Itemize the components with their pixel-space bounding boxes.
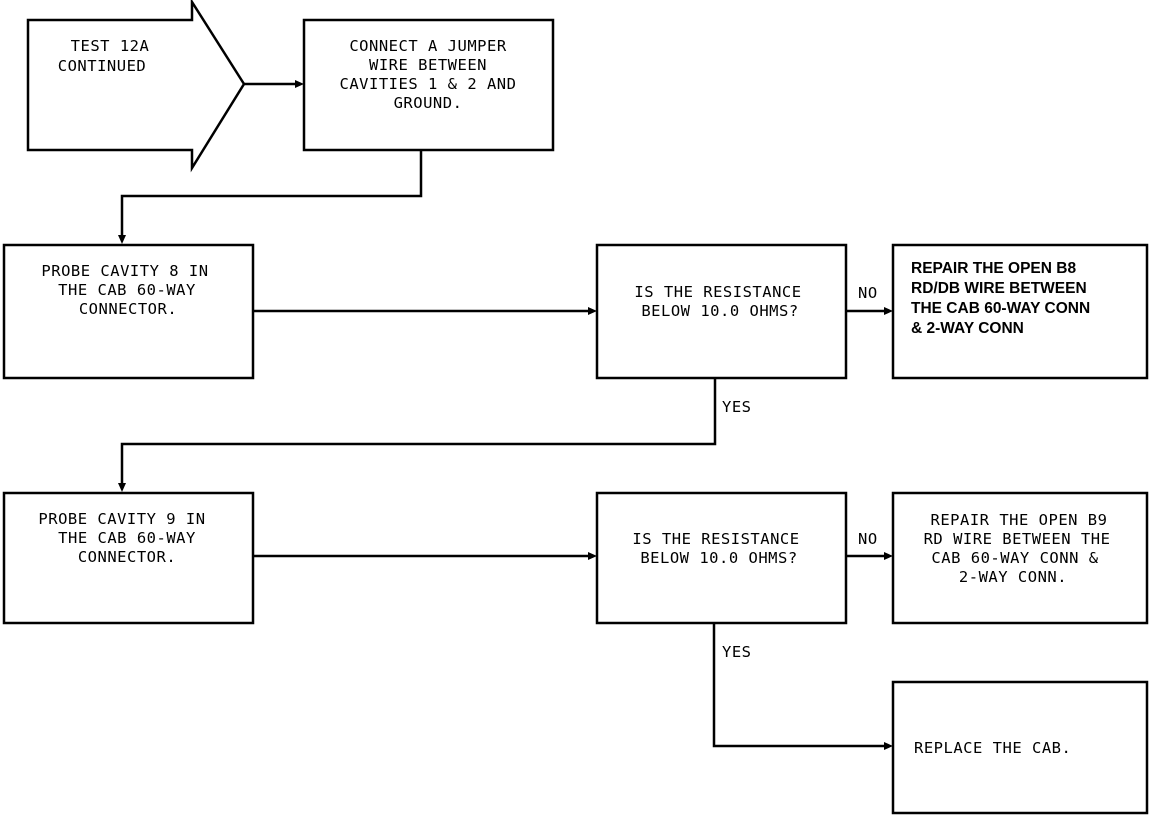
probe-cavity-8-line-1: PROBE CAVITY 8 IN xyxy=(41,262,208,280)
decision-2-line-2: BELOW 10.0 OHMS? xyxy=(640,549,797,567)
connector-jumper-to-probe8 xyxy=(120,150,423,236)
repair-b8-box xyxy=(891,243,1149,380)
repair-b8-line-1: REPAIR THE OPEN B8 xyxy=(911,260,1076,277)
decision-1-line-1: IS THE RESISTANCE xyxy=(634,283,801,301)
arrowhead xyxy=(118,235,126,244)
jumper-step-line-1: CONNECT A JUMPER xyxy=(349,37,506,55)
repair-b9-box xyxy=(891,491,1149,625)
decision-2-box xyxy=(595,491,848,625)
arrowhead xyxy=(884,307,893,315)
yes-label-1: YES xyxy=(722,398,752,416)
arrowhead xyxy=(884,552,893,560)
jumper-step-line-2: WIRE BETWEEN xyxy=(369,56,487,74)
decision-1-line-2: BELOW 10.0 OHMS? xyxy=(641,302,798,320)
repair-b8-line-2: RD/DB WIRE BETWEEN xyxy=(911,280,1087,297)
repair-b9-line-4: 2-WAY CONN. xyxy=(959,568,1067,586)
jumper-step-box xyxy=(302,18,555,152)
decision-2-line-1: IS THE RESISTANCE xyxy=(632,530,799,548)
arrowhead xyxy=(884,742,893,750)
start-label-line-1: TEST 12A xyxy=(71,37,150,55)
arrowhead xyxy=(118,483,126,492)
probe-cavity-8-line-3: CONNECTOR. xyxy=(79,300,177,318)
probe-cavity-9-line-1: PROBE CAVITY 9 IN xyxy=(38,510,205,528)
probe-cavity-9-box xyxy=(2,491,255,625)
no-label-2: NO xyxy=(858,530,878,548)
connector-decision1-yes xyxy=(120,378,717,484)
arrowhead xyxy=(588,307,597,315)
arrowhead xyxy=(588,552,597,560)
repair-b9-line-1: REPAIR THE OPEN B9 xyxy=(931,511,1108,529)
repair-b9-line-2: RD WIRE BETWEEN THE xyxy=(924,530,1111,548)
probe-cavity-8-line-2: THE CAB 60-WAY xyxy=(58,281,196,299)
start-label-line-2: CONTINUED xyxy=(58,57,147,75)
replace-cab-line-1: REPLACE THE CAB. xyxy=(914,739,1071,757)
probe-cavity-8-box xyxy=(2,243,255,380)
probe-cavity-9-line-3: CONNECTOR. xyxy=(78,548,176,566)
start-arrow-shape xyxy=(26,0,246,173)
yes-label-2: YES xyxy=(722,643,752,661)
no-label-1: NO xyxy=(858,284,878,302)
jumper-step-line-3: CAVITIES 1 & 2 AND xyxy=(340,75,517,93)
probe-cavity-9-line-2: THE CAB 60-WAY xyxy=(58,529,196,547)
repair-b8-line-3: THE CAB 60-WAY CONN xyxy=(911,300,1090,317)
repair-b8-line-4: & 2-WAY CONN xyxy=(911,320,1024,337)
connector-decision2-yes xyxy=(712,623,885,748)
arrowhead xyxy=(295,80,304,88)
replace-cab-box xyxy=(891,680,1149,815)
jumper-step-line-4: GROUND. xyxy=(394,94,463,112)
decision-1-box xyxy=(595,243,848,380)
repair-b9-line-3: CAB 60-WAY CONN & xyxy=(931,549,1098,567)
